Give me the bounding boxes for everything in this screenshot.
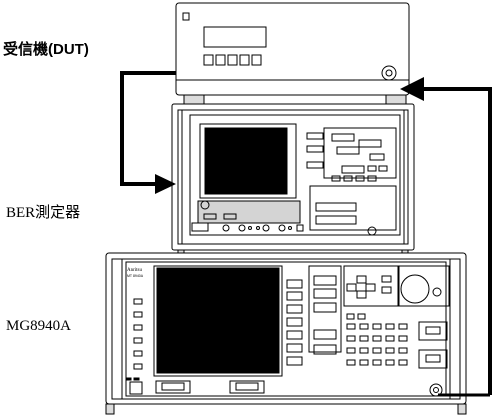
- ber-tester-unit: [171, 103, 415, 254]
- label-receiver-dut: 受信機(DUT): [3, 41, 89, 58]
- cable-mg8940a-to-receiver: [400, 77, 492, 397]
- brand-logo: Anritsu: [127, 268, 143, 273]
- label-mg8940a: MG8940A: [6, 318, 72, 334]
- mg8940a-unit: [105, 252, 467, 415]
- model-plate: MT 8940A: [127, 274, 144, 278]
- receiver-unit: [175, 2, 410, 105]
- label-ber-tester: BER測定器: [6, 205, 81, 221]
- cable-receiver-to-ber: [120, 71, 176, 194]
